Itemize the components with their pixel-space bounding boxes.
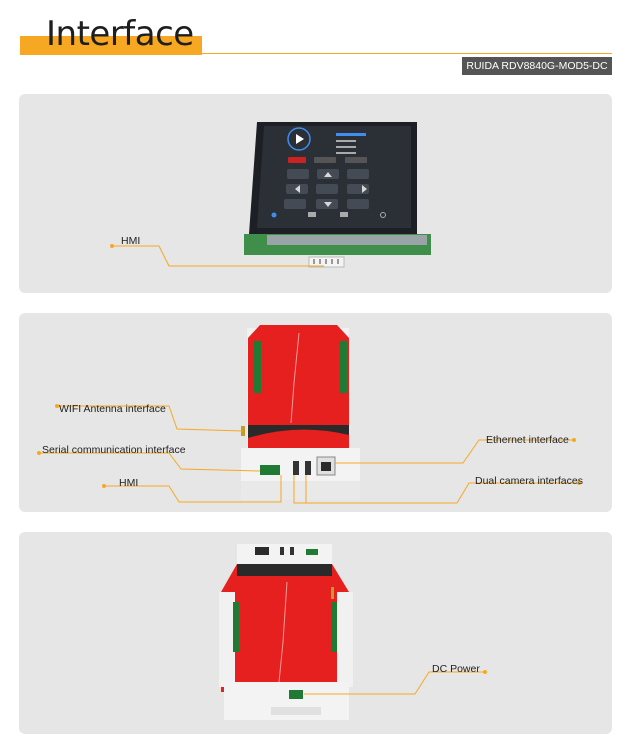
title-accent-bar — [20, 36, 202, 55]
hmi-panel: HMI — [19, 94, 612, 293]
dual-camera-label: Dual camera interfaces — [475, 475, 583, 487]
hmi-device-illustration — [110, 122, 431, 268]
title-underline — [202, 53, 612, 54]
dc-power-panel: DC Power — [19, 532, 612, 734]
model-badge: RUIDA RDV8840G-MOD5-DC — [462, 57, 612, 75]
hmi-label: HMI — [121, 235, 141, 247]
ethernet-interface-label: Ethernet interface — [486, 434, 569, 446]
wifi-antenna-label: WIFI Antenna interface — [59, 403, 166, 415]
hmi-port-label: HMI — [119, 477, 139, 489]
controller-rear-illustration — [219, 544, 487, 720]
serial-interface-label: Serial communication interface — [42, 444, 186, 456]
dc-power-label: DC Power — [432, 663, 480, 675]
controller-illustration — [37, 325, 581, 504]
controller-interfaces-panel: WIFI Antenna interface Serial communicat… — [19, 313, 612, 512]
page-title: Interface — [46, 14, 194, 54]
